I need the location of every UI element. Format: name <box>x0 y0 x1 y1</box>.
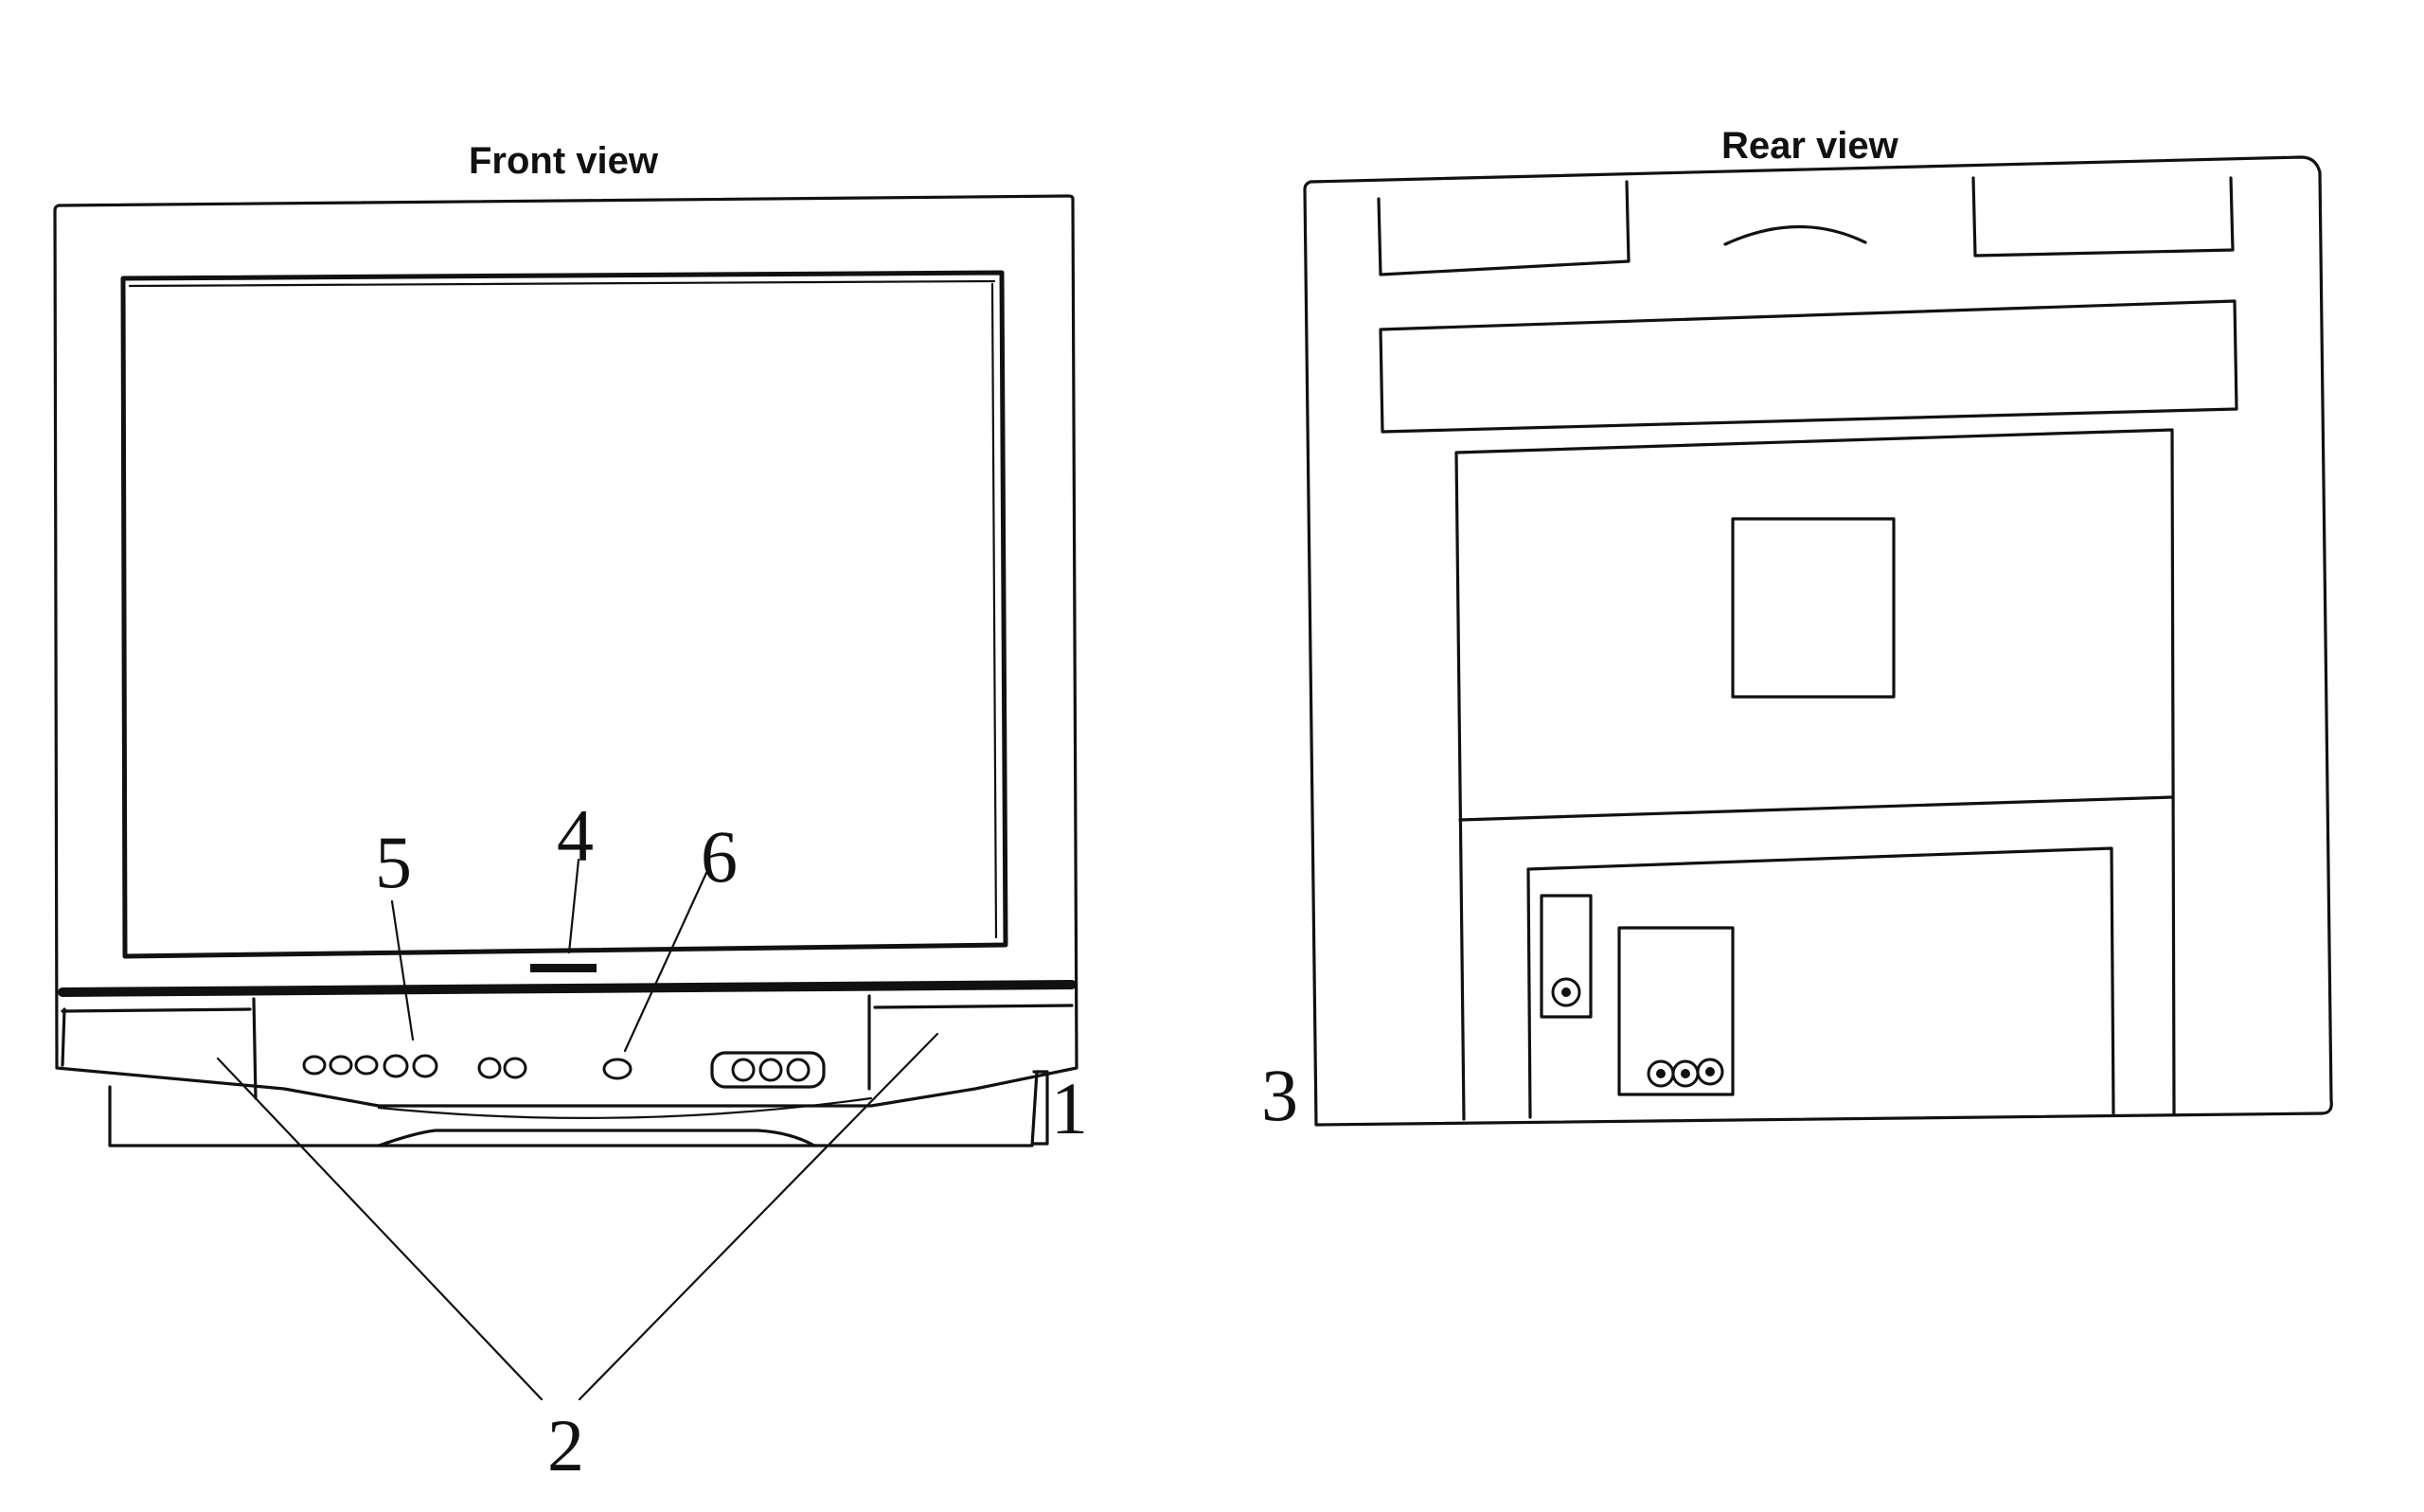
leader-5 <box>390 899 415 1041</box>
front-socket-group <box>710 1051 826 1089</box>
callout-3: 3 <box>1261 1054 1298 1136</box>
front-control-panel <box>252 994 871 1100</box>
callout-6: 6 <box>701 815 738 898</box>
rear-panel-divider <box>1458 795 2174 822</box>
front-screen-inner-right <box>990 282 998 939</box>
rear-view-title: Rear view <box>1721 125 1898 167</box>
rear-middle-band <box>1379 299 2238 434</box>
leader-1-bracket <box>1032 1070 1049 1146</box>
front-cabinet-outline <box>53 194 1078 1108</box>
rear-antenna-slot <box>1540 894 1593 1019</box>
front-view-title: Front view <box>469 140 659 182</box>
callout-4: 4 <box>557 794 594 877</box>
front-stand <box>108 1070 1039 1147</box>
rear-top-arc <box>1723 224 1867 246</box>
rear-av-jacks <box>1647 1058 1724 1088</box>
callout-5: 5 <box>375 821 412 903</box>
callout-2: 2 <box>547 1404 584 1486</box>
leader-6 <box>623 871 708 1053</box>
callout-1: 1 <box>1051 1067 1088 1149</box>
leader-2-right <box>578 1032 939 1401</box>
front-screen <box>120 270 1008 959</box>
rear-terminal-panel <box>1526 846 2115 1119</box>
brand-label-mark <box>530 964 597 972</box>
rear-top-left-box <box>1377 180 1631 276</box>
front-stand-handle <box>377 1129 816 1147</box>
leader-2-left <box>216 1057 544 1401</box>
rear-top-right-box <box>1971 176 2235 258</box>
rear-av-box <box>1617 926 1735 1096</box>
front-screen-inner-edge <box>128 279 996 288</box>
front-dark-band <box>58 980 1077 997</box>
rear-main-panel <box>1454 428 2176 1121</box>
rear-label-plate <box>1731 517 1896 699</box>
control-buttons <box>302 1054 527 1079</box>
leader-4 <box>567 858 580 954</box>
rear-cabinet-outline <box>1303 155 2333 1127</box>
remote-sensor <box>602 1058 633 1080</box>
